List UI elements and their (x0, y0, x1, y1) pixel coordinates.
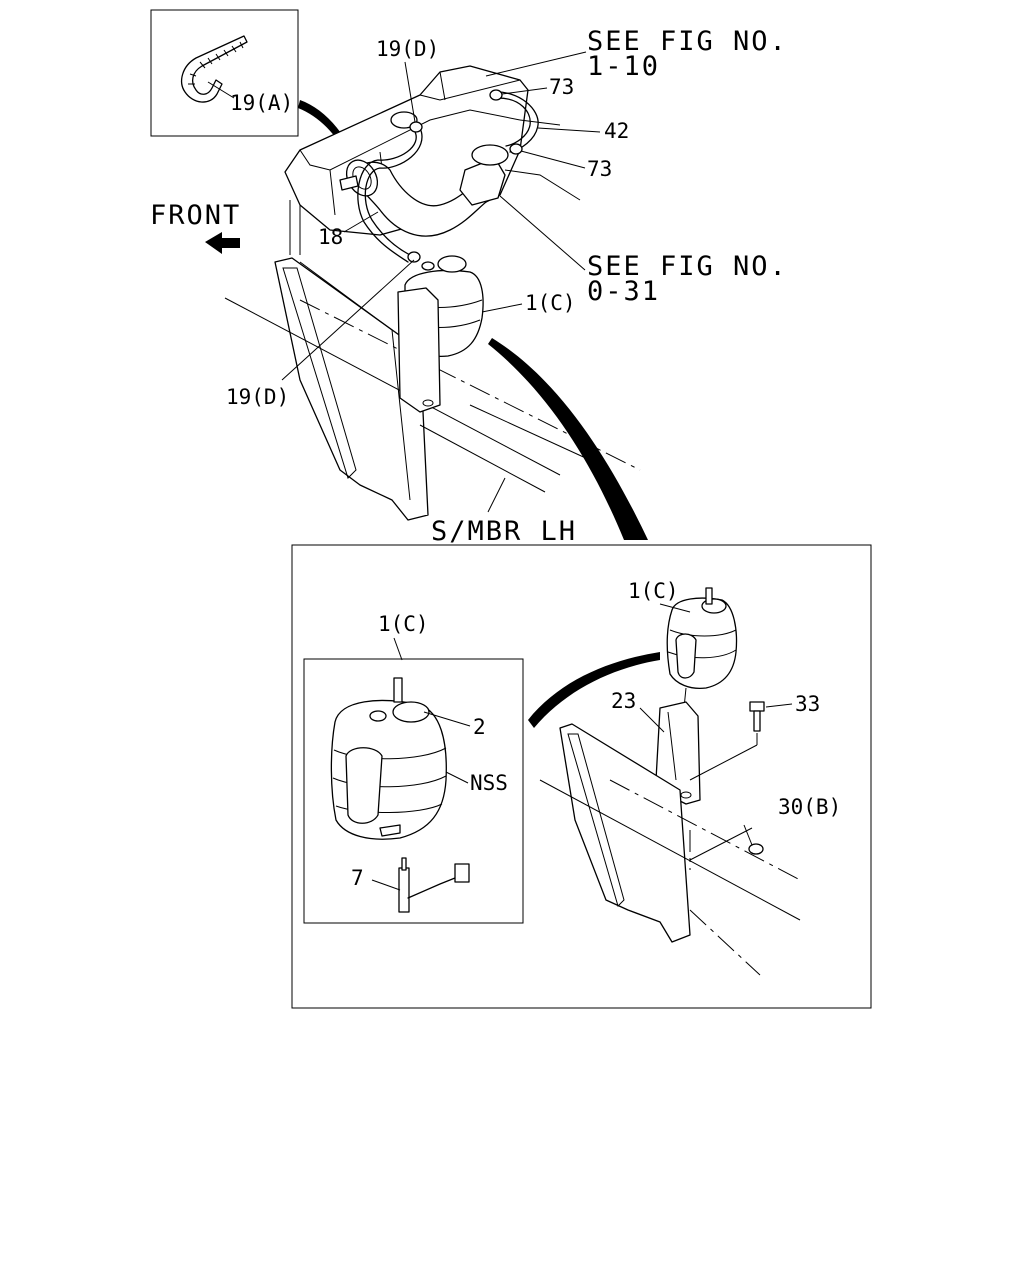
front-label: FRONT (150, 200, 241, 231)
label-1c-top: 1(C) (525, 291, 576, 315)
label-33: 33 (795, 692, 820, 716)
label-1c-inset: 1(C) (628, 579, 679, 603)
front-direction-arrow (205, 232, 240, 254)
bolt-icon (749, 701, 765, 732)
clamp-inset-box: 19(A) (150, 9, 299, 137)
callout-arrow-main (488, 338, 648, 540)
label-19d-bottom: 19(D) (226, 385, 289, 409)
label-nss: NSS (470, 771, 508, 795)
label-2: 2 (473, 715, 486, 739)
label-19a: 19(A) (230, 91, 293, 115)
label-30b: 30(B) (778, 795, 841, 819)
fig-ref-1: 1-10 (587, 51, 660, 82)
cable-tie-icon (181, 35, 248, 103)
label-73-top: 73 (549, 75, 574, 99)
label-19d-top: 19(D) (376, 37, 439, 61)
side-member-label: S/MBR LH (431, 516, 577, 547)
nut-icon (748, 843, 764, 855)
reservoir-tank (397, 255, 484, 413)
callout-arrow-detail (528, 652, 660, 728)
reservoir-mounted-icon (666, 587, 738, 690)
label-73-bottom: 73 (587, 157, 612, 181)
label-18: 18 (318, 225, 343, 249)
label-42: 42 (604, 119, 629, 143)
reservoir-detail-icon (330, 677, 447, 840)
shroud-panel-detail (559, 723, 691, 943)
label-1c-detail: 1(C) (378, 612, 429, 636)
reservoir-inset-box (303, 658, 524, 924)
see-fig-label-2: SEE FIG NO. (587, 251, 788, 282)
fig-ref-2: 0-31 (587, 276, 660, 307)
level-sensor-icon (398, 857, 470, 913)
radiator-panel (274, 257, 429, 521)
engine-assembly (284, 65, 581, 263)
see-fig-label-1: SEE FIG NO. (587, 26, 788, 57)
label-7: 7 (351, 866, 364, 890)
label-23: 23 (611, 689, 636, 713)
detail-box: 1(C) 2 NSS 7 (291, 544, 872, 1009)
